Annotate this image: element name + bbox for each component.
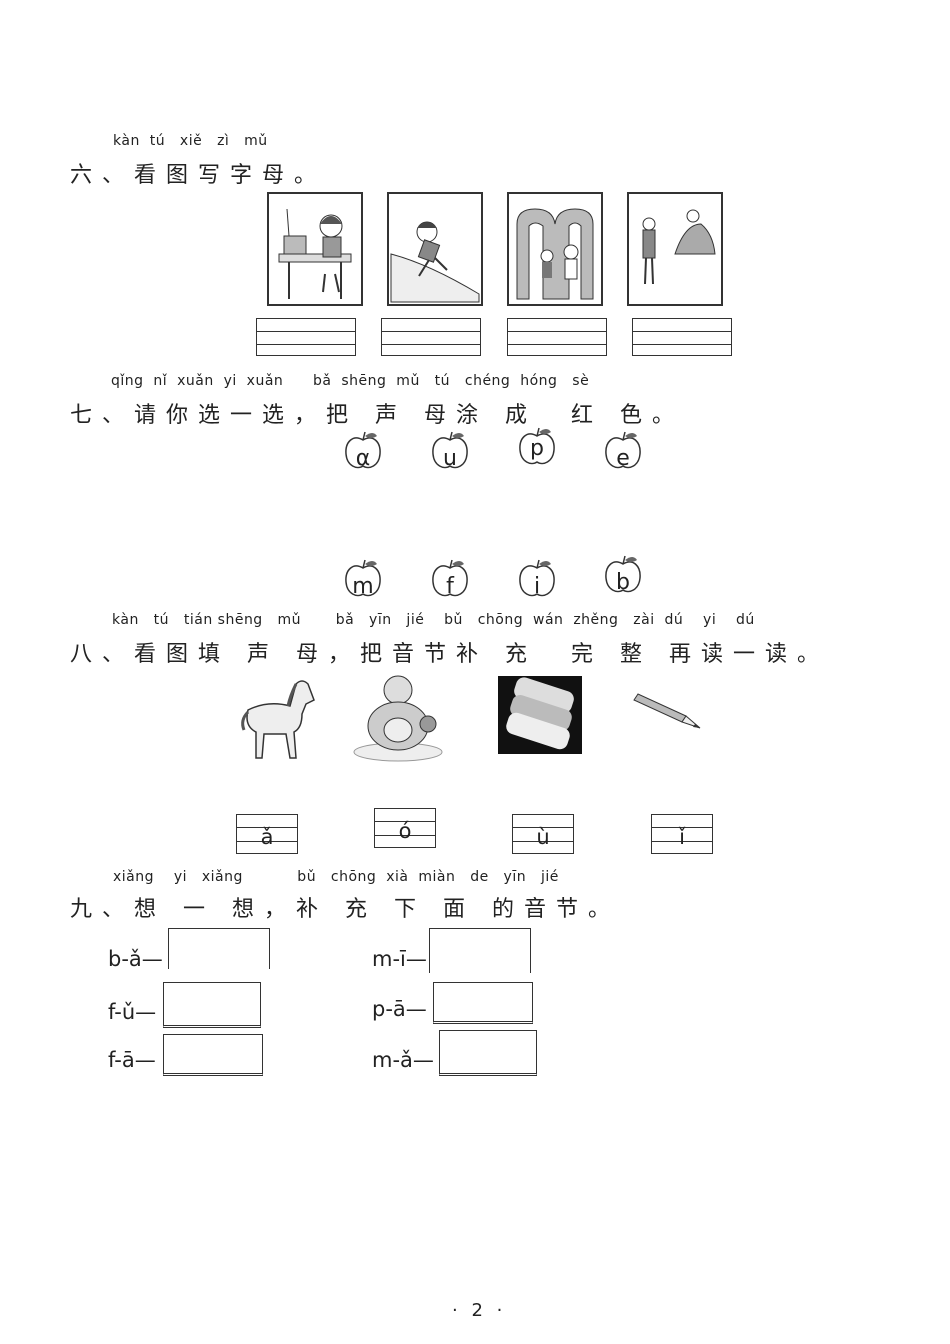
apple-icon[interactable]: m [343,558,383,600]
apple-letter: m [352,574,374,599]
answer-box[interactable] [163,982,261,1028]
apple-letter: i [533,574,541,599]
fill-box-4[interactable]: ǐ [651,814,713,854]
fill-box-3[interactable]: ù [512,814,574,854]
laughing-buddha-icon [350,670,446,762]
syllable-prompt: f-ǔ— [108,1000,157,1024]
tone-vowel: ǐ [679,825,685,849]
answer-box[interactable] [439,1030,537,1076]
section8-heading: 八、看图填 声 母，把音节补 充 完 整 再读一读。 [70,642,829,667]
apple-letter: e [616,446,630,471]
tone-vowel: ǎ [260,825,274,849]
answer-box[interactable] [168,928,270,969]
syllable-prompt: b-ǎ— [108,947,163,971]
syllable-prompt: m-ǎ— [372,1048,434,1072]
apple-letter: f [446,574,454,599]
pencil-icon [630,690,710,740]
writing-box-3[interactable] [507,318,607,356]
answer-box[interactable] [163,1034,263,1076]
section6-pinyin: kàn tú xiě zì mǔ [113,133,268,149]
tone-vowel: ù [536,825,550,849]
apple-letter: b [616,570,630,595]
apple-letter: p [530,436,544,461]
section7-pinyin: qǐng nǐ xuǎn yi xuǎn bǎ shēng mǔ tú chén… [111,373,590,389]
answer-box[interactable] [433,982,533,1024]
child-on-slope-icon [387,192,483,306]
apple-icon[interactable]: α [343,430,383,472]
horse-icon [238,670,318,762]
letter-m-gate-icon [507,192,603,306]
syllable-prompt: m-ī— [372,947,427,971]
page-number: · 2 · [452,1300,507,1321]
section9-heading: 九、想 一 想，补 充 下 面 的音节。 [70,897,620,922]
girl-at-table-icon [267,192,363,306]
writing-box-1[interactable] [256,318,356,356]
answer-box[interactable] [429,928,531,973]
section8-pinyin: kàn tú tián shēng mǔ bǎ yīn jié bǔ chōng… [112,612,755,628]
fill-box-1[interactable]: ǎ [236,814,298,854]
syllable-prompt: p-ā— [372,997,427,1021]
apple-icon[interactable]: u [430,430,470,472]
apple-icon[interactable]: b [603,554,643,596]
apple-icon[interactable]: f [430,558,470,600]
cloth-rolls-icon [498,676,582,754]
apple-letter: u [443,446,457,471]
syllable-prompt: f-ā— [108,1048,156,1072]
section7-heading: 七、请你选一选，把 声 母涂 成 红 色。 [70,403,684,428]
writing-box-2[interactable] [381,318,481,356]
writing-box-4[interactable] [632,318,732,356]
apple-icon[interactable]: i [517,558,557,600]
people-meeting-icon [627,192,723,306]
section6-heading: 六、看图写字母。 [70,163,327,188]
fill-box-2[interactable]: ó [374,808,436,848]
tone-vowel: ó [398,819,412,843]
section9-pinyin: xiǎng yi xiǎng bǔ chōng xià miàn de yīn … [113,869,559,885]
apple-letter: α [355,446,371,471]
apple-icon[interactable]: p [517,426,557,468]
apple-icon[interactable]: e [603,430,643,472]
